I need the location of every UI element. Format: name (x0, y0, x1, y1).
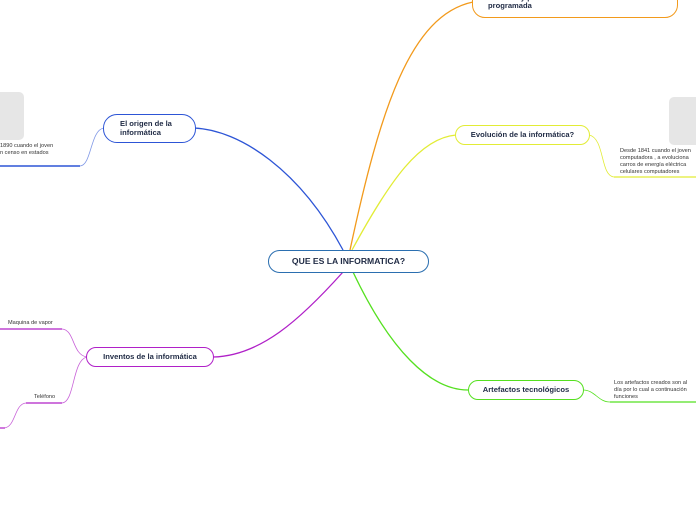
image-thumbnail-evolution (669, 97, 696, 145)
note-origin: 1890 cuando el joven n censo en estados (0, 143, 78, 157)
central-topic-node[interactable]: QUE ES LA INFORMATICA? (268, 250, 429, 273)
connector-steam-engine (62, 329, 87, 357)
topic-label-top: técnicos y prácticos haciendo una funció… (488, 0, 663, 11)
subtopic-telephone[interactable]: Teléfono (34, 394, 55, 401)
topic-label-artifacts: Artefactos tecnológicos (483, 386, 570, 395)
note-artifacts: Los artefactos creados son al día por lo… (614, 380, 696, 401)
topic-node-evolution[interactable]: Evolución de la informática? (455, 125, 590, 145)
connector-artifacts-note (583, 390, 610, 402)
central-topic-label: QUE ES LA INFORMATICA? (292, 257, 405, 266)
topic-node-top[interactable]: técnicos y prácticos haciendo una funció… (472, 0, 678, 18)
topic-node-artifacts[interactable]: Artefactos tecnológicos (468, 380, 584, 400)
topic-node-origin[interactable]: El origen de la informática (103, 114, 196, 143)
connector-origin-note (80, 128, 104, 166)
connector-telephone (62, 357, 87, 403)
connector-top (350, 2, 473, 250)
connector-telephone-child (4, 403, 26, 428)
topic-node-inventions[interactable]: Inventos de la informática (86, 347, 214, 367)
note-evolution: Desde 1841 cuando el joven computadora ,… (620, 148, 696, 176)
connector-evolution-note (589, 135, 614, 177)
topic-label-origin: El origen de la informática (120, 120, 180, 137)
connector-origin (194, 128, 343, 250)
subtopic-steam-engine[interactable]: Maquina de vapor (8, 320, 53, 327)
topic-label-evolution: Evolución de la informática? (471, 131, 574, 140)
connector-evolution (352, 135, 456, 250)
connector-artifacts (353, 272, 468, 390)
topic-label-inventions: Inventos de la informática (103, 353, 197, 362)
connector-inventions (213, 272, 343, 357)
image-thumbnail-origin (0, 92, 24, 140)
